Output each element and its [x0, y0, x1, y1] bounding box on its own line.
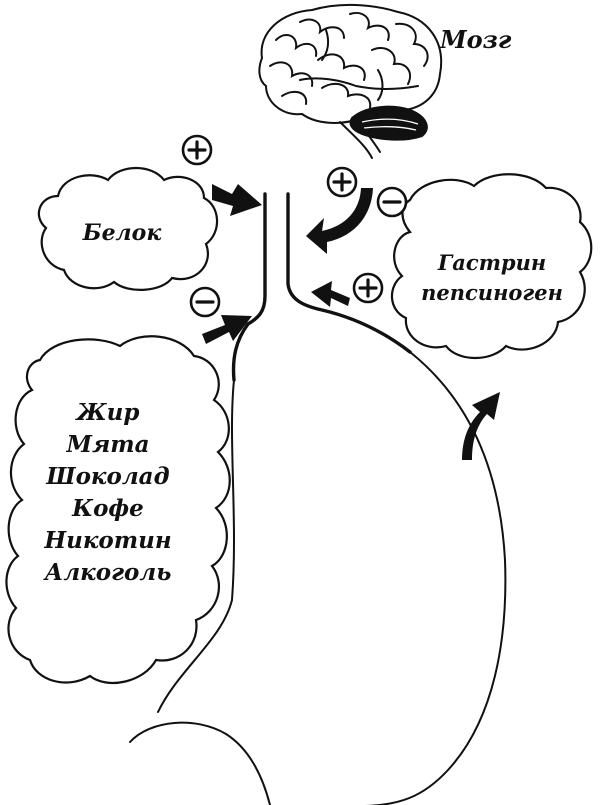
cerebellum: [349, 105, 428, 141]
protein-label: Белок: [82, 220, 162, 246]
minus-sign: [189, 286, 221, 318]
plus-sign: [352, 272, 384, 304]
arrow-stomach-to-gastrin: [462, 392, 500, 460]
arrow-brain-to-esophagus: [306, 188, 373, 254]
inhibitor-item: Мята: [65, 431, 149, 458]
arrow-inhibitors-to-esophagus: [202, 315, 252, 344]
inhibitor-item: Кофе: [71, 495, 144, 522]
inhibitor-list: Жир Мята Шоколад Кофе Никотин Алкоголь: [43, 399, 172, 586]
arrows: [202, 184, 500, 460]
esophagus-right-wall: [286, 192, 412, 354]
esophagus-left-wall: [231, 192, 267, 382]
arrow-protein-to-esophagus: [212, 184, 262, 216]
arrow-gastrin-to-esophagus: [311, 281, 350, 307]
stomach-bottom-curve: [129, 721, 271, 805]
gastrin-label: Гастрин: [437, 250, 546, 275]
stomach-right-wall: [359, 351, 507, 805]
plus-sign: [326, 166, 358, 198]
inhibitor-item: Алкоголь: [43, 559, 172, 586]
inhibitor-item: Шоколад: [45, 463, 169, 490]
inhibitor-item: Никотин: [43, 527, 171, 554]
protein-cloud: Белок: [37, 167, 219, 291]
inhibitor-item: Жир: [75, 399, 140, 426]
stomach-left-wall: [157, 379, 235, 713]
brain-illustration: [258, 3, 443, 159]
brain-label: Мозг: [439, 25, 512, 54]
minus-sign: [376, 186, 408, 218]
pepsinogen-label: пепсиноген: [421, 280, 563, 305]
gastrin-cloud: Гастрин пепсиноген: [390, 173, 593, 359]
plus-sign: [181, 134, 213, 166]
inhibitors-cloud: [5, 335, 231, 684]
